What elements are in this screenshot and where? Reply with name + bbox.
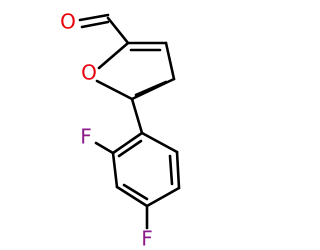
atom-label-ring-oxygen: O xyxy=(81,61,97,85)
bond-benzene-c2-c3 xyxy=(111,151,119,189)
bond-benzene-c3-c4 xyxy=(115,185,149,208)
bond-benzene-c3-c4-inner xyxy=(122,183,149,201)
bond-benzene-c6-c1 xyxy=(140,131,179,154)
bond-benzene-c1-c2-inner xyxy=(117,139,143,158)
bond-benzene-c1-c2 xyxy=(111,131,144,155)
bond-furan-c2-o1 xyxy=(97,41,130,70)
bond-benzene-c4-c5 xyxy=(145,186,181,208)
bond-benzene-c5-c6-inner xyxy=(168,154,174,186)
bond-furan-c4-c5-inner xyxy=(134,80,168,97)
atom-label-para-fluorine: F xyxy=(141,227,153,250)
structure-diagram: O O F F xyxy=(60,10,181,250)
bond-carbonyl-double-b xyxy=(80,20,110,29)
bond-carbonyl-double-a xyxy=(78,13,110,22)
atom-label-ortho-fluorine: F xyxy=(80,125,92,149)
bond-furan-c4-c3 xyxy=(164,41,176,81)
bond-aldehyde-carbon-to-ring xyxy=(106,16,130,45)
bond-benzene-c5-c6 xyxy=(175,150,181,190)
bond-furan-to-phenyl xyxy=(130,97,144,135)
bond-furan-o1-c5 xyxy=(95,79,134,101)
atom-label-carbonyl-oxygen: O xyxy=(60,10,76,34)
bond-c2-fluorine xyxy=(94,141,115,155)
